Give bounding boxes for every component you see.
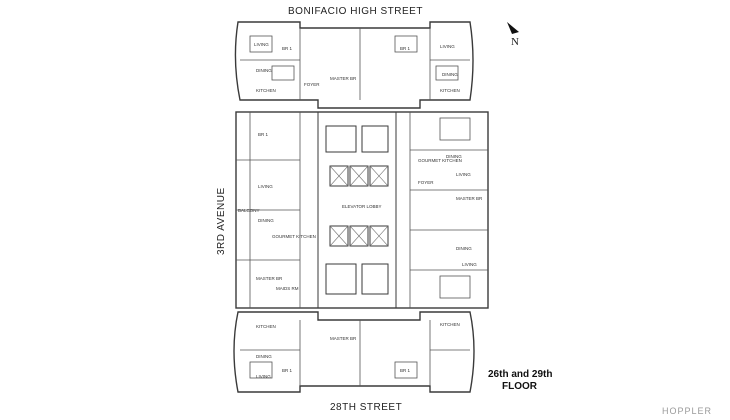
floor-label: 26th and 29th FLOOR — [488, 369, 552, 393]
floor-label-line1: 26th and 29th — [488, 369, 553, 380]
room-dining-ne: DINING — [442, 72, 458, 77]
room-master-br-n: MASTER BR — [330, 76, 357, 81]
room-master-br-s: MASTER BR — [330, 336, 357, 341]
room-br1-nw: BR 1 — [282, 46, 293, 51]
room-maids-w: MAIDS RM — [276, 286, 299, 291]
room-living-e: LIVING — [456, 172, 471, 177]
room-living-nw: LIVING — [254, 42, 269, 47]
room-br1-se: BR 1 — [400, 368, 411, 373]
street-label-top: BONIFACIO HIGH STREET — [288, 6, 423, 17]
room-dining-nw: DINING — [256, 68, 272, 73]
north-label: N — [511, 36, 519, 48]
top-wing-outline — [234, 21, 474, 109]
room-foyer-e: FOYER — [418, 180, 434, 185]
room-living-e2: LIVING — [462, 262, 477, 267]
building-core — [317, 111, 397, 309]
room-dining-w: DINING — [258, 218, 274, 223]
bottom-wing-outline — [233, 311, 475, 393]
room-dining-e: DINING — [446, 154, 462, 159]
room-kitchen-ne: KITCHEN — [440, 88, 460, 93]
room-kitchen-nw: KITCHEN — [256, 88, 276, 93]
room-balcony-w: BALCONY — [238, 208, 260, 213]
room-foyer-n: FOYER — [304, 82, 320, 87]
north-arrow-icon — [507, 22, 519, 34]
room-gourmet-e: GOURMET KITCHEN — [418, 158, 462, 163]
room-living-w: LIVING — [258, 184, 273, 189]
room-dining-e2: DINING — [456, 246, 472, 251]
room-dining-sw: DINING — [256, 354, 272, 359]
room-master-br-w: MASTER BR — [256, 276, 283, 281]
room-gourmet-w: GOURMET KITCHEN — [272, 234, 316, 239]
room-kitchen-sw: KITCHEN — [256, 324, 276, 329]
room-kitchen-se: KITCHEN — [440, 322, 460, 327]
floor-label-line2: FLOOR — [502, 381, 537, 392]
room-br1-ne: BR 1 — [400, 46, 411, 51]
room-living-ne: LIVING — [440, 44, 455, 49]
room-living-sw: LIVING — [256, 374, 271, 379]
room-br1-sw: BR 1 — [282, 368, 293, 373]
elevator-lobby-label: ELEVATOR LOBBY — [342, 204, 382, 209]
room-br1-w: BR 1 — [258, 132, 269, 137]
watermark-logo: HOPPLER — [662, 406, 713, 416]
street-label-bottom: 28TH STREET — [330, 402, 403, 413]
room-master-br-e: MASTER BR — [456, 196, 483, 201]
